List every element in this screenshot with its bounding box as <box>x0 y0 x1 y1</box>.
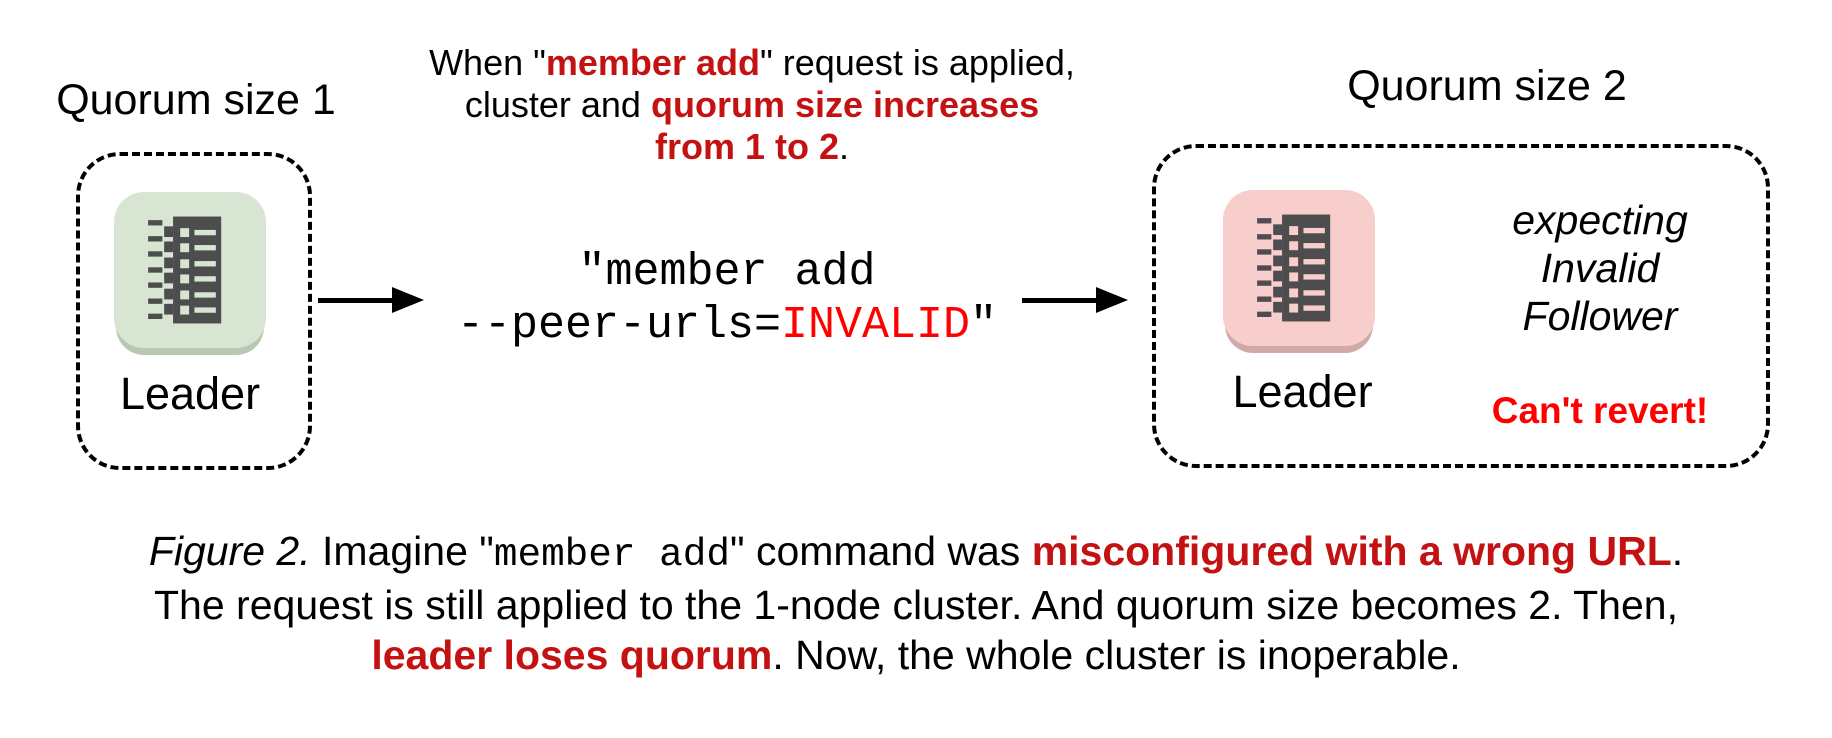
note-line-1: When "member add" request is applied, <box>340 42 1164 84</box>
member-add-note: When "member add" request is applied, cl… <box>340 42 1164 168</box>
caption-emphasis: leader loses quorum <box>371 632 773 678</box>
figure-caption: Figure 2. Imagine "member add" command w… <box>0 526 1832 680</box>
leader-label-right: Leader <box>1232 366 1373 417</box>
leader-node-green <box>114 192 266 348</box>
command-text: " <box>970 300 998 351</box>
caption-line-3: leader loses quorum. Now, the whole clus… <box>0 630 1832 680</box>
caption-text: . Now, the whole cluster is inoperable. <box>772 632 1461 678</box>
note-text: . <box>839 126 850 167</box>
leader-node-pink <box>1223 190 1375 346</box>
command-line-1: "member add <box>310 246 1144 299</box>
command-line-2: --peer-urls=INVALID" <box>310 299 1144 352</box>
arrow-head <box>392 287 424 313</box>
caption-code: member add <box>493 532 731 577</box>
cluster-boundary-right <box>1152 144 1770 468</box>
caption-text: Imagine " <box>310 528 494 574</box>
caption-text: " command was <box>730 528 1032 574</box>
command-text: --peer-urls= <box>456 300 781 351</box>
note-text: When " <box>429 42 546 83</box>
arrow-shaft <box>1022 298 1098 303</box>
arrow-shaft <box>318 298 394 303</box>
note-emphasis: from 1 to 2 <box>654 126 839 167</box>
cant-revert-warning: Can't revert! <box>1491 390 1709 431</box>
figure-label: Figure 2. <box>148 528 311 574</box>
member-add-command: "member add --peer-urls=INVALID" <box>310 246 1144 352</box>
caption-line-2: The request is still applied to the 1-no… <box>154 582 1678 628</box>
cluster-boundary-left <box>76 152 312 470</box>
note-line-3: from 1 to 2. <box>340 126 1164 168</box>
note-emphasis: quorum size increases <box>650 84 1040 125</box>
caption-text: . <box>1671 528 1684 574</box>
command-text: "member add <box>578 247 876 298</box>
caption-emphasis: misconfigured with a wrong URL <box>1031 528 1672 574</box>
note-text: " request is applied, <box>759 42 1075 83</box>
expecting-line: Follower <box>1522 293 1678 339</box>
note-text: cluster and <box>464 84 651 125</box>
leader-label-left: Leader <box>119 368 261 419</box>
command-invalid-value: INVALID <box>781 300 971 351</box>
expecting-line: Invalid <box>1540 245 1660 291</box>
note-line-2: cluster and quorum size increases <box>340 84 1164 126</box>
arrow-head <box>1096 287 1128 313</box>
quorum-size-1-heading: Quorum size 1 <box>56 76 336 124</box>
note-emphasis: member add <box>545 42 760 83</box>
expecting-line: expecting <box>1512 197 1688 243</box>
caption-line-1: Figure 2. Imagine "member add" command w… <box>0 526 1832 580</box>
server-log-icon <box>148 216 222 324</box>
server-log-icon <box>1257 214 1331 322</box>
expecting-invalid-follower-note: expecting Invalid Follower <box>1455 196 1745 340</box>
quorum-size-2-heading: Quorum size 2 <box>1347 62 1627 110</box>
